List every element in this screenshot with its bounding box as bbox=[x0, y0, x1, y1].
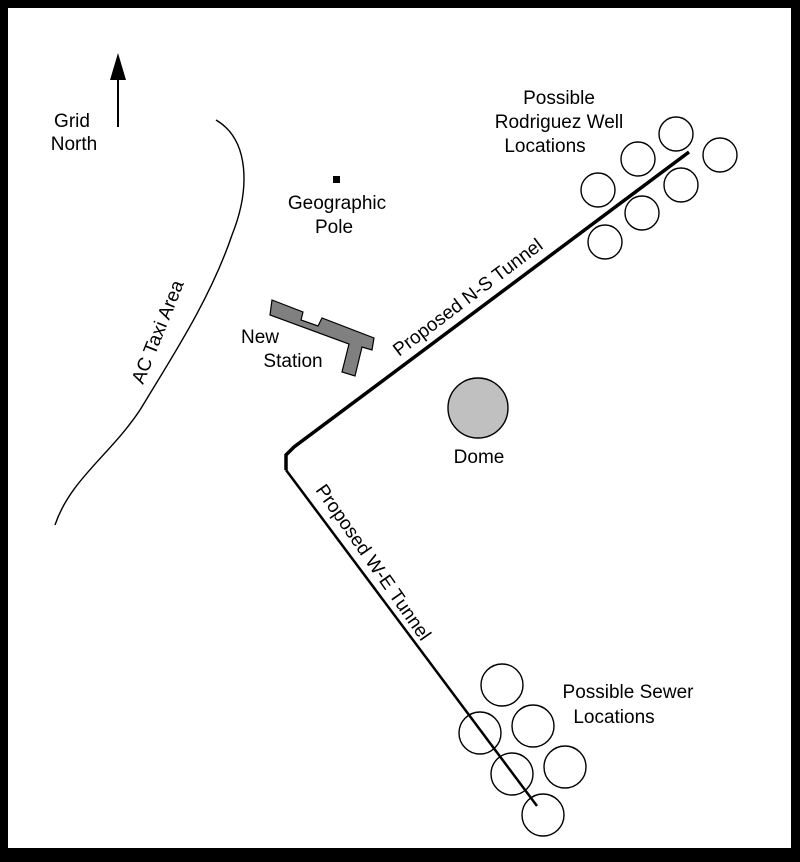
sewer-location-circle bbox=[543, 745, 587, 789]
well-location-circle bbox=[663, 167, 699, 203]
ac-taxi-area-boundary bbox=[54, 119, 245, 526]
new-station-label-line1: New bbox=[241, 327, 279, 348]
well-location-circle bbox=[624, 195, 660, 231]
ns-tunnel-line bbox=[284, 150, 691, 470]
sewer-location-circles bbox=[458, 663, 587, 837]
geographic-pole-label-line2: Pole bbox=[315, 217, 353, 238]
rodriguez-label-line3: Locations bbox=[504, 136, 585, 157]
dome-circle bbox=[447, 377, 509, 439]
sewer-location-circle bbox=[480, 663, 524, 707]
sewer-label-line2: Locations bbox=[573, 707, 654, 728]
new-station-label-line2: Station bbox=[263, 351, 322, 372]
north-arrow-icon bbox=[110, 53, 126, 127]
rodriguez-well-circles bbox=[580, 116, 738, 260]
map-background bbox=[8, 8, 791, 848]
grid-north-label-line2: North bbox=[51, 134, 97, 155]
geographic-pole-label-line1: Geographic bbox=[288, 193, 386, 214]
sewer-location-circle bbox=[511, 704, 555, 748]
rodriguez-label-line1: Possible bbox=[523, 88, 595, 109]
rodriguez-label-line2: Rodriguez Well bbox=[495, 112, 623, 133]
we-tunnel-line bbox=[284, 469, 539, 807]
grid-north-label-line1: Grid bbox=[54, 111, 90, 132]
well-location-circle bbox=[620, 141, 656, 177]
sewer-label-line1: Possible Sewer bbox=[563, 682, 695, 703]
well-location-circle bbox=[587, 224, 623, 260]
sewer-location-circle bbox=[490, 752, 534, 796]
well-location-circle bbox=[702, 137, 738, 173]
sewer-location-circle bbox=[521, 793, 565, 837]
well-location-circle bbox=[580, 172, 616, 208]
geographic-pole-marker-icon bbox=[333, 176, 340, 183]
well-location-circle bbox=[658, 116, 694, 152]
dome-label: Dome bbox=[454, 447, 505, 468]
sewer-location-circle bbox=[458, 711, 502, 755]
new-station-building bbox=[269, 299, 375, 377]
